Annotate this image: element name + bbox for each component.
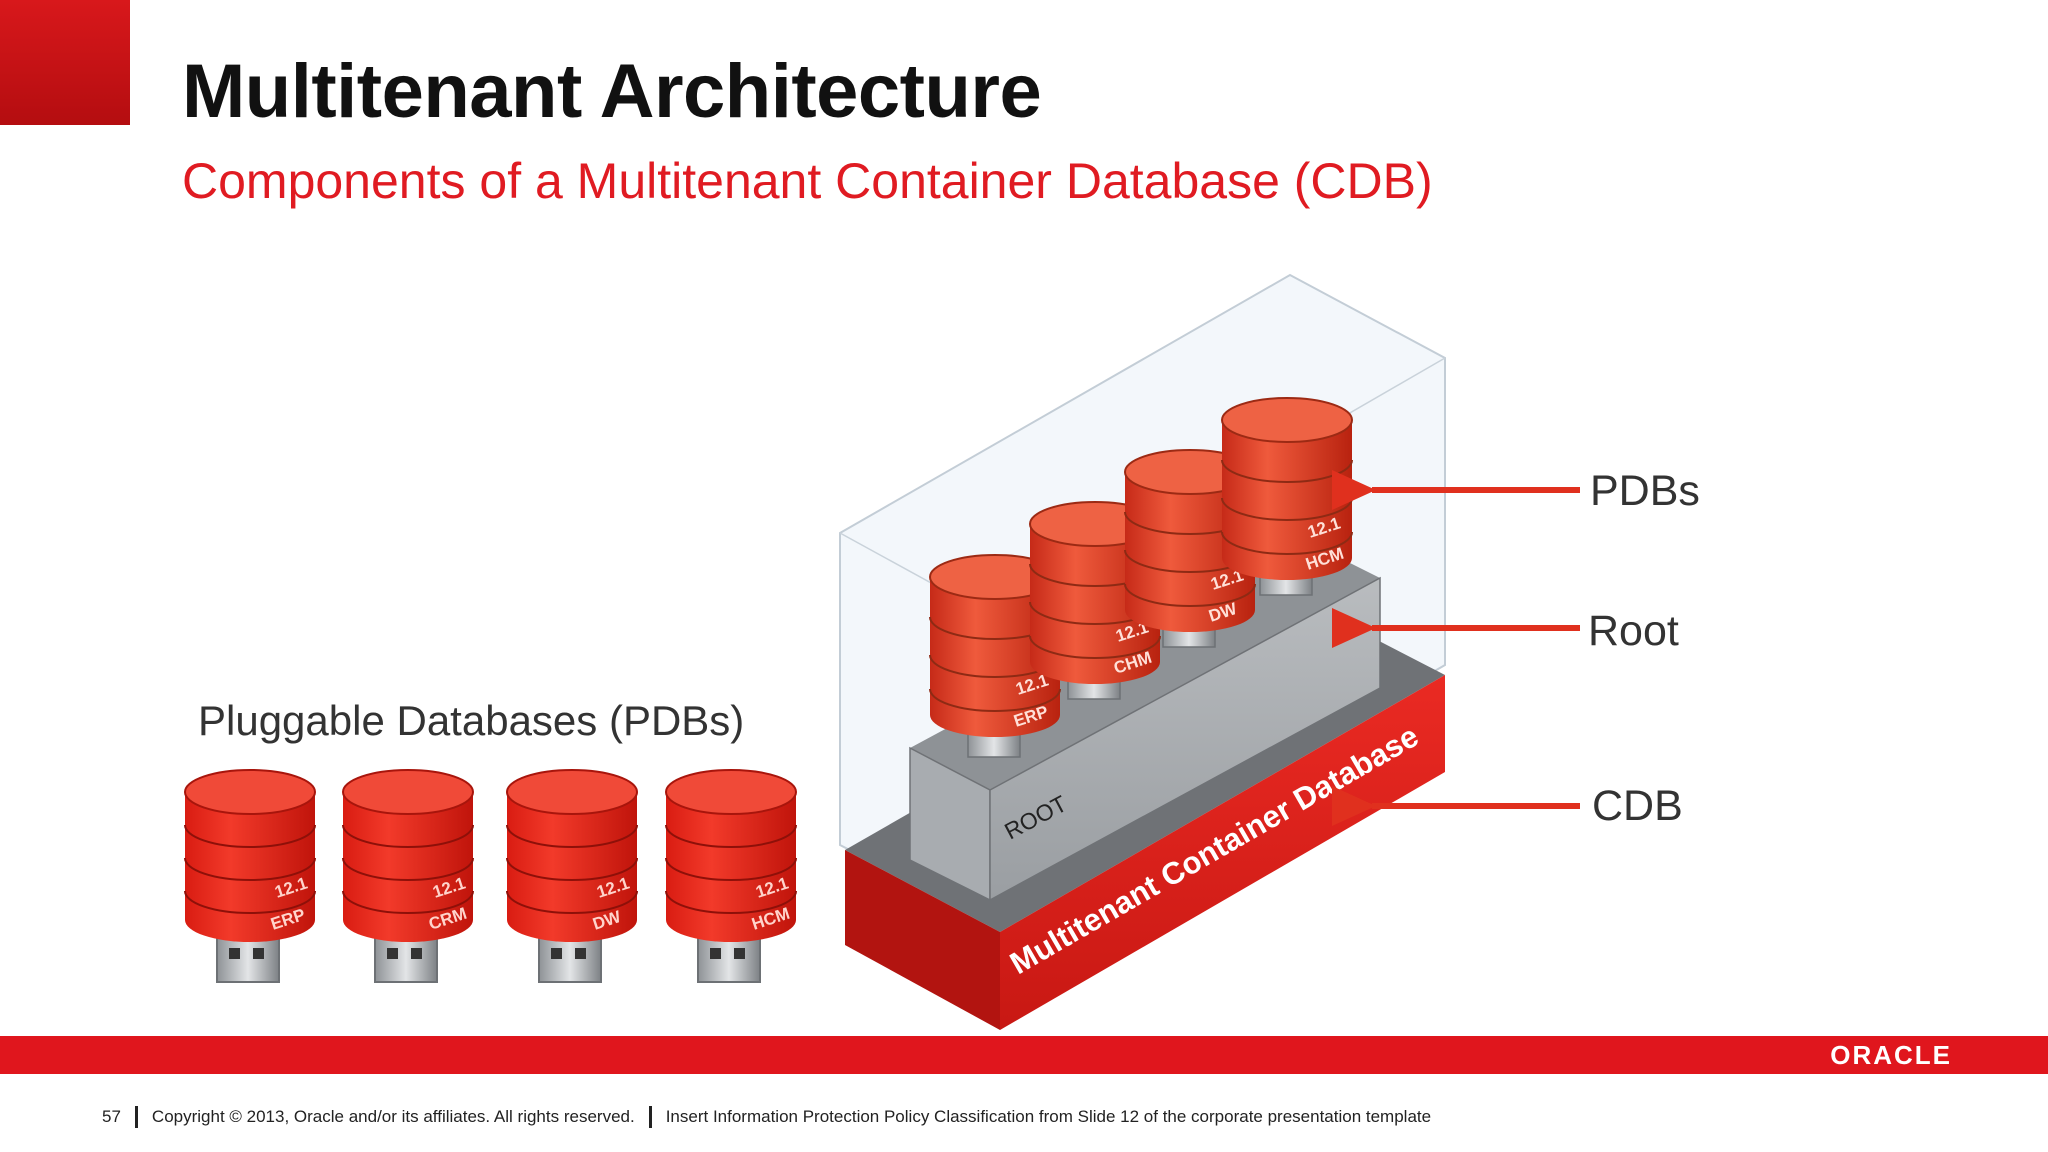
slide-title: Multitenant Architecture (182, 49, 1042, 134)
cdb-callout-label: CDB (1592, 782, 1683, 830)
root-callout-label: Root (1588, 607, 1679, 655)
footer-red-bar (0, 1036, 2048, 1074)
copyright-text: Copyright © 2013, Oracle and/or its affi… (151, 1107, 635, 1126)
pdbs-callout-label: PDBs (1590, 467, 1700, 515)
pdb-usb-hcm: 12.1 HCM (665, 769, 797, 983)
plugged-pdb-hcm: 12.1 HCM (1221, 397, 1353, 596)
pdb-usb-crm: 12.1 CRM (342, 769, 474, 983)
footer-separator (648, 1106, 652, 1128)
pdb-usb-dw: 12.1 DW (506, 769, 638, 983)
plugged-pdb-erp: 12.1 ERP (929, 554, 1061, 758)
slide-subtitle: Components of a Multitenant Container Da… (182, 153, 1433, 209)
pdbs-heading: Pluggable Databases (PDBs) (198, 697, 744, 744)
footer-separator (134, 1106, 138, 1128)
pdb-usb-erp: 12.1 ERP (184, 769, 316, 983)
oracle-logo: ORACLE (1830, 1040, 1952, 1070)
page-number: 57 (102, 1107, 121, 1126)
classification-text: Insert Information Protection Policy Cla… (665, 1107, 1432, 1126)
corner-accent-block (0, 0, 130, 125)
slide-footer: 57 Copyright © 2013, Oracle and/or its a… (102, 1106, 1431, 1128)
